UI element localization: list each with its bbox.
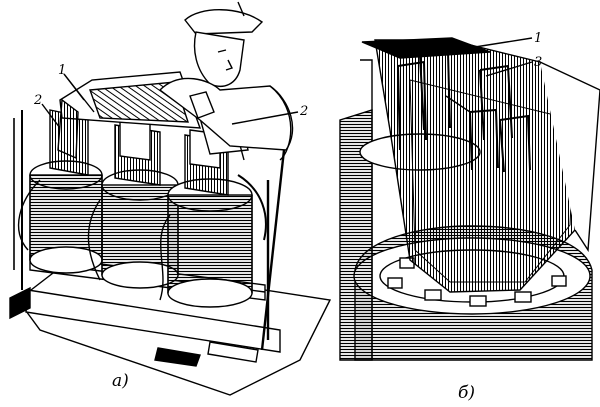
callout-1-left: 1: [58, 63, 66, 78]
callout-3-panel-b: 3: [534, 55, 542, 70]
callout-1-panel-b: 1: [534, 31, 542, 46]
coil-left: [29, 160, 103, 274]
callout-2-right: 2: [299, 104, 308, 119]
panel-a-illustration: [9, 1, 332, 396]
coil-middle: [101, 169, 179, 289]
caption-a: a): [112, 371, 129, 391]
panel-b-illustration: [339, 37, 600, 361]
coil-right: [167, 178, 253, 308]
worker-figure: [158, 1, 294, 161]
caption-b: б): [458, 383, 475, 403]
callout-2-left: 2: [33, 93, 42, 108]
